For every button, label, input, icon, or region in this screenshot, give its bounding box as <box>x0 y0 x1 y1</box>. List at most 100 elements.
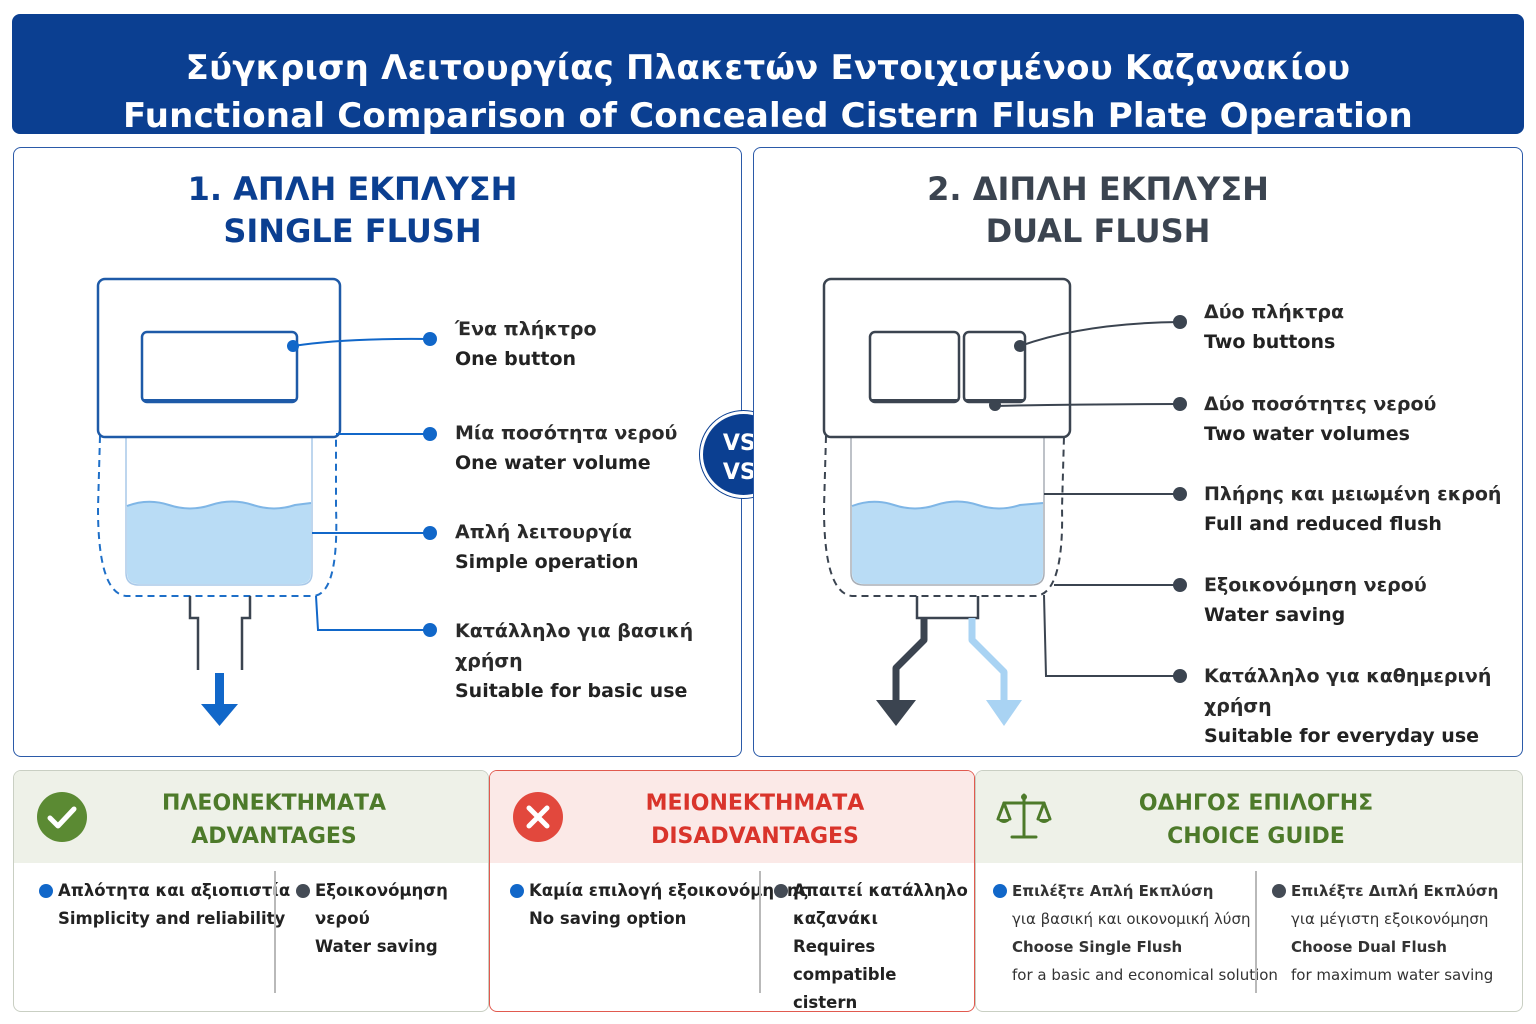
bullet-icon <box>774 884 788 898</box>
advantage-dual-english: Water saving <box>315 937 438 956</box>
advantage-dual-greek: Εξοικονόμηση νερού <box>315 881 448 928</box>
single-heading-greek: 1. ΑΠΛΗ ΕΚΠΛΥΣΗ <box>187 170 518 208</box>
advantages-header <box>14 771 488 863</box>
disadvantages-card: ΜΕΙΟΝΕΚΤΗΜΑΤΑ DISADVANTAGES Καμία επιλογ… <box>489 770 975 1012</box>
advantages-card: ΠΛΕΟΝΕΚΤΗΜΑΤΑ ADVANTAGES Απλότητα και αξ… <box>13 770 489 1012</box>
disadvantage-single-greek: Καμία επιλογή εξοικονόμησης <box>529 881 809 900</box>
single-heading-english: SINGLE FLUSH <box>223 212 482 250</box>
guide-single: Επιλέξτε Απλή Εκπλύση για βασική και οικ… <box>993 877 1278 989</box>
single-flush-heading: 1. ΑΠΛΗ ΕΚΠΛΥΣΗ SINGLE FLUSH <box>14 168 691 252</box>
dual-callout-volumes: Δύο ποσότητες νερού Two water volumes <box>1204 389 1436 449</box>
single-outlet <box>188 596 252 670</box>
guide-single-greek-1: Επιλέξτε Απλή Εκπλύση <box>1012 882 1214 900</box>
guide-single-english-2: for a basic and economical solution <box>1012 966 1278 984</box>
guide-dual: Επιλέξτε Διπλή Εκπλύση για μέγιστη εξοικ… <box>1272 877 1499 989</box>
dual-reduced-flush-pipe <box>968 618 1008 700</box>
disadvantages-title: ΜΕΙΟΝΕΚΤΗΜΑΤΑ DISADVANTAGES <box>590 787 920 853</box>
bullet-icon <box>296 884 310 898</box>
callout-english: Water saving <box>1204 604 1346 626</box>
callout-greek: Δύο ποσότητες νερού <box>1204 393 1437 415</box>
callout-greek: Δύο πλήκτρα <box>1204 301 1345 323</box>
choice-guide-title: ΟΔΗΓΟΣ ΕΠΙΛΟΓΗΣ CHOICE GUIDE <box>1076 787 1436 853</box>
callout-greek: Εξοικονόμηση νερού <box>1204 574 1427 596</box>
callout-english: Simple operation <box>455 551 639 573</box>
callout-greek: Ένα πλήκτρο <box>455 318 597 340</box>
bullet-icon <box>39 884 53 898</box>
choice-guide-card: ΟΔΗΓΟΣ ΕΠΙΛΟΓΗΣ CHOICE GUIDE Επιλέξτε Απ… <box>975 770 1523 1012</box>
callout-greek: Κατάλληλο για βασική χρήση <box>455 620 694 672</box>
disadvantages-title-english: DISADVANTAGES <box>651 824 859 849</box>
disadvantage-dual-english-2: cistern <box>793 993 858 1012</box>
single-button <box>140 330 299 404</box>
advantages-title-greek: ΠΛΕΟΝΕΚΤΗΜΑΤΑ <box>161 791 387 816</box>
disadvantages-divider <box>759 871 761 993</box>
dual-water <box>852 501 1043 584</box>
bullet-icon <box>1272 884 1286 898</box>
single-flush-panel: 1. ΑΠΛΗ ΕΚΠΛΥΣΗ SINGLE FLUSH <box>13 147 742 757</box>
bullet-icon <box>510 884 524 898</box>
guide-single-english-1: Choose Single Flush <box>1012 938 1183 956</box>
callout-english: Suitable for everyday use <box>1204 725 1480 747</box>
disadvantage-dual-english-1: Requires compatible <box>793 937 897 984</box>
dual-cistern-outline <box>822 435 1065 597</box>
single-flush-diagram <box>96 277 437 726</box>
single-callout-volume: Μία ποσότητα νερού One water volume <box>455 418 677 478</box>
advantage-single-english: Simplicity and reliability <box>58 909 286 928</box>
dual-heading-english: DUAL FLUSH <box>985 212 1211 250</box>
advantage-single: Απλότητα και αξιοπιστία Simplicity and r… <box>39 877 291 933</box>
single-flow-arrow-icon <box>201 673 238 726</box>
callout-english: Two water volumes <box>1204 423 1410 445</box>
single-callout-button: Ένα πλήκτρο One button <box>455 314 597 374</box>
callout-english: One water volume <box>455 452 651 474</box>
guide-dual-greek-2: για μέγιστη εξοικονόμηση <box>1291 910 1489 928</box>
title-banner: Σύγκριση Λειτουργίας Πλακετών Εντοιχισμέ… <box>12 14 1524 136</box>
callout-english: Two buttons <box>1204 331 1336 353</box>
x-circle-icon <box>513 792 563 842</box>
check-circle-icon <box>37 792 87 842</box>
single-cistern-outline <box>96 435 338 597</box>
single-callout-operation: Απλή λειτουργία Simple operation <box>455 517 639 577</box>
dual-large-button <box>868 330 961 404</box>
advantages-title: ΠΛΕΟΝΕΚΤΗΜΑΤΑ ADVANTAGES <box>114 787 434 853</box>
choice-guide-header <box>976 771 1522 863</box>
dual-callout-flush: Πλήρης και μειωμένη εκροή Full and reduc… <box>1204 479 1501 539</box>
choice-guide-title-english: CHOICE GUIDE <box>1167 824 1345 849</box>
advantages-title-english: ADVANTAGES <box>191 824 357 849</box>
advantages-divider <box>274 871 276 993</box>
dual-flush-diagram <box>822 277 1187 726</box>
single-water <box>127 501 311 584</box>
callout-english: Full and reduced flush <box>1204 513 1442 535</box>
disadvantage-single-english: No saving option <box>529 909 687 928</box>
guide-single-greek-2: για βασική και οικονομική λύση <box>1012 910 1251 928</box>
callout-greek: Κατάλληλο για καθημερινή χρήση <box>1204 665 1492 717</box>
title-greek: Σύγκριση Λειτουργίας Πλακετών Εντοιχισμέ… <box>185 48 1351 88</box>
disadvantage-dual-greek-1: Απαιτεί κατάλληλο <box>793 881 968 900</box>
dual-full-flush-pipe <box>892 618 928 700</box>
title-english: Functional Comparison of Concealed Ciste… <box>123 96 1413 136</box>
dual-callout-use: Κατάλληλο για καθημερινή χρήση Suitable … <box>1204 661 1522 751</box>
dual-flush-heading: 2. ΔΙΠΛΗ ΕΚΠΛΥΣΗ DUAL FLUSH <box>754 168 1442 252</box>
disadvantage-single: Καμία επιλογή εξοικονόμησης No saving op… <box>510 877 809 933</box>
balance-scale-icon <box>996 793 1052 839</box>
disadvantages-header <box>490 771 974 863</box>
advantage-single-greek: Απλότητα και αξιοπιστία <box>58 881 291 900</box>
choice-guide-divider <box>1255 871 1257 993</box>
disadvantage-dual-greek-2: καζανάκι <box>793 909 878 928</box>
callout-english: One button <box>455 348 577 370</box>
guide-dual-english-1: Choose Dual Flush <box>1291 938 1447 956</box>
disadvantages-title-greek: ΜΕΙΟΝΕΚΤΗΜΑΤΑ <box>645 791 865 816</box>
single-callout-use: Κατάλληλο για βασική χρήση Suitable for … <box>455 616 741 706</box>
dual-callout-buttons: Δύο πλήκτρα Two buttons <box>1204 297 1344 357</box>
dual-heading-greek: 2. ΔΙΠΛΗ ΕΚΠΛΥΣΗ <box>927 170 1269 208</box>
guide-dual-english-2: for maximum water saving <box>1291 966 1494 984</box>
bullet-icon <box>993 884 1007 898</box>
guide-dual-greek-1: Επιλέξτε Διπλή Εκπλύση <box>1291 882 1499 900</box>
callout-greek: Πλήρης και μειωμένη εκροή <box>1204 483 1502 505</box>
choice-guide-title-greek: ΟΔΗΓΟΣ ΕΠΙΛΟΓΗΣ <box>1138 791 1374 816</box>
dual-flush-panel: 2. ΔΙΠΛΗ ΕΚΠΛΥΣΗ DUAL FLUSH <box>753 147 1523 757</box>
callout-english: Suitable for basic use <box>455 680 688 702</box>
disadvantage-dual: Απαιτεί κατάλληλο καζανάκι Requires comp… <box>774 877 974 1012</box>
advantage-dual: Εξοικονόμηση νερού Water saving <box>296 877 488 961</box>
dual-callout-saving: Εξοικονόμηση νερού Water saving <box>1204 570 1427 630</box>
callout-greek: Μία ποσότητα νερού <box>455 422 678 444</box>
